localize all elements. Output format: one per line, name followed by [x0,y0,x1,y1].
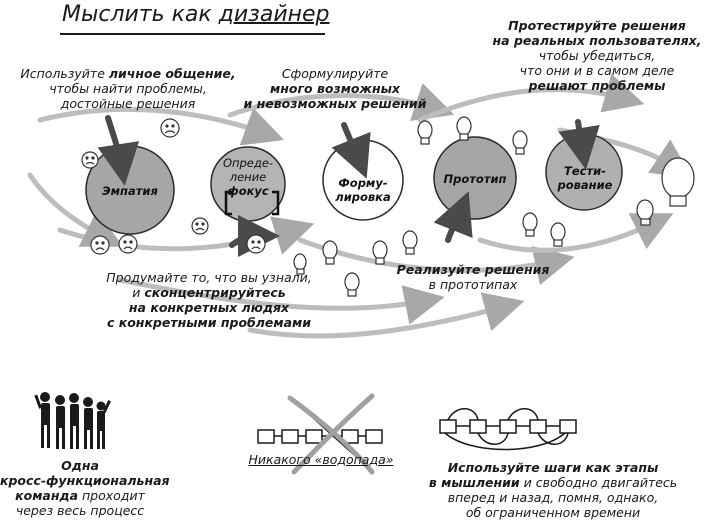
phase-label-test: Тести-рование [557,164,613,192]
page-title: Мыслить как дизайнер [62,2,330,28]
iterative-loop-diagram-icon [439,408,577,451]
sad-face-icon [246,234,266,254]
note-waterfall: Никакого «водопада» [248,452,394,467]
note-iterative-steps: Используйте шаги как этапы в мышлении и … [428,460,678,520]
note-prototype: Реализуйте решения в прототипах [396,262,550,292]
sad-face-icons [81,118,266,255]
note-ideate: Сформулируйте много возможных и невозмож… [243,66,427,111]
team-figures-icon [34,392,111,449]
phase-label-empathy: Эмпатия [102,184,158,198]
lightbulb-icons [293,116,695,297]
lightbulb-icon [522,212,538,237]
lightbulb-icon [456,116,472,141]
sad-face-icon [160,118,180,138]
sad-face-icon [118,234,138,254]
note-test: Протестируйте решения на реальных пользо… [492,18,702,93]
cross-out-icon [287,393,375,475]
note-define: Продумайте то, что вы узнали, и сконцент… [106,270,312,330]
lightbulb-icon [636,199,654,226]
pointer-arrows [97,115,600,258]
lightbulb-icon [512,130,528,155]
lightbulb-icon [417,120,433,145]
title-underlined: дизайнер [218,2,330,27]
lightbulb-icon [293,253,307,275]
lightbulb-big-icon [661,157,695,207]
lightbulb-icon [550,222,566,247]
sad-face-icon [81,151,99,169]
note-team: Одна кросс-функциональная команда проход… [0,458,170,518]
waterfall-diagram-icon [257,429,383,444]
phase-label-prototype: Прототип [443,172,507,186]
focus-brackets [224,190,280,216]
lightbulb-icon [372,240,388,265]
lightbulb-icon [322,240,338,265]
title-prefix: Мыслить как [62,2,219,27]
lightbulb-icon [344,272,360,297]
lightbulb-icon [402,230,418,255]
note-empathy: Используйте личное общение, чтобы найти … [20,66,236,111]
phase-label-ideate: Форму-лировка [335,176,391,204]
sad-face-icon [90,235,110,255]
sad-face-icon [191,217,209,235]
